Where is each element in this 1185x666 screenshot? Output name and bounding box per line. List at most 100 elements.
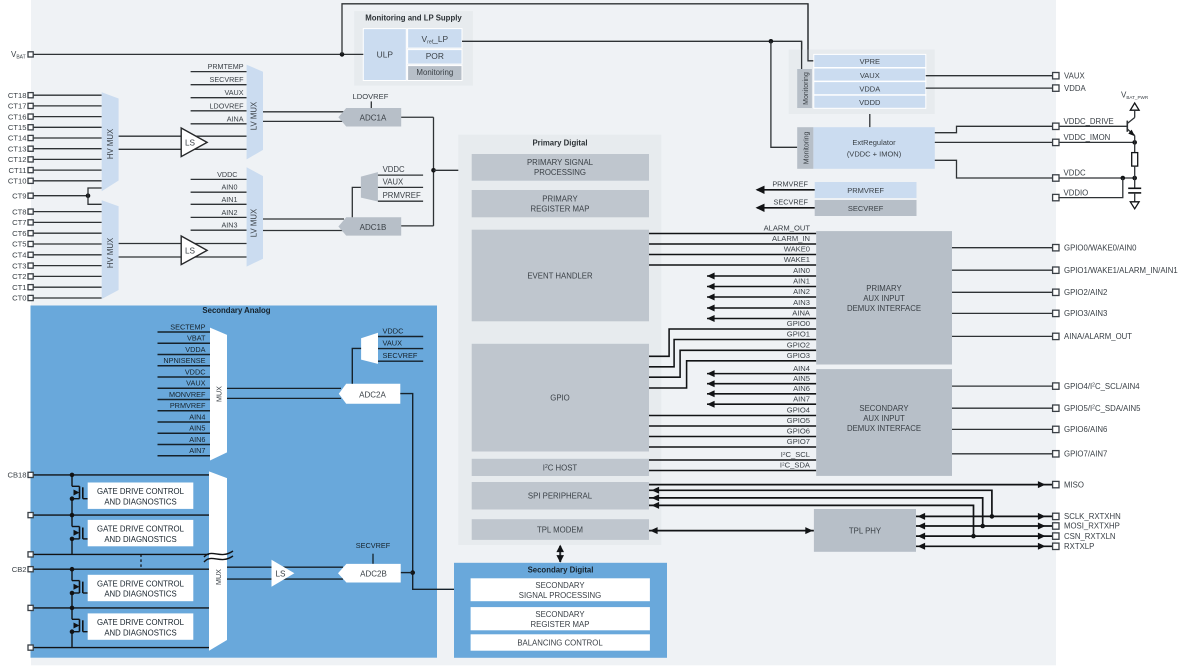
svg-text:HV MUX: HV MUX	[106, 128, 115, 159]
svg-text:CT16: CT16	[8, 112, 27, 121]
svg-text:BALANCING CONTROL: BALANCING CONTROL	[517, 638, 603, 647]
svg-text:POR: POR	[426, 51, 444, 61]
svg-text:CT1: CT1	[12, 283, 26, 292]
svg-text:GATE DRIVE CONTROL: GATE DRIVE CONTROL	[97, 580, 185, 589]
svg-text:GPIO2: GPIO2	[787, 341, 810, 350]
svg-text:AIN6: AIN6	[189, 435, 205, 444]
svg-text:CT4: CT4	[12, 251, 26, 260]
svg-text:TPL MODEM: TPL MODEM	[537, 525, 583, 534]
svg-text:GATE DRIVE CONTROL: GATE DRIVE CONTROL	[97, 618, 185, 627]
svg-text:PRIMARY: PRIMARY	[542, 194, 578, 203]
svg-text:CT9: CT9	[12, 191, 26, 200]
svg-text:Monitoring: Monitoring	[803, 72, 810, 105]
svg-text:SECVREF: SECVREF	[774, 197, 809, 206]
svg-text:CT6: CT6	[12, 229, 26, 238]
svg-text:CT14: CT14	[8, 134, 27, 143]
svg-text:VBAT_PWR: VBAT_PWR	[1121, 91, 1149, 101]
svg-text:AIN0: AIN0	[222, 183, 238, 192]
svg-text:VDDIO: VDDIO	[1064, 188, 1089, 197]
svg-text:DEMUX INTERFACE: DEMUX INTERFACE	[847, 304, 921, 313]
svg-text:GPIO5/I2C_SDA/AIN5: GPIO5/I2C_SDA/AIN5	[1064, 404, 1141, 413]
svg-text:GPIO5: GPIO5	[787, 416, 810, 425]
svg-text:Monitoring: Monitoring	[416, 68, 453, 77]
svg-text:SECVREF: SECVREF	[848, 204, 884, 213]
svg-text:GPIO6/AIN6: GPIO6/AIN6	[1064, 425, 1107, 434]
svg-text:PRMVREF: PRMVREF	[170, 401, 206, 410]
svg-text:EVENT HANDLER: EVENT HANDLER	[527, 271, 593, 280]
svg-text:ALARM_IN: ALARM_IN	[772, 234, 810, 243]
svg-text:ADC2A: ADC2A	[359, 390, 386, 399]
svg-text:CB18: CB18	[8, 471, 27, 480]
svg-text:CT2: CT2	[12, 272, 26, 281]
svg-text:AUX INPUT: AUX INPUT	[863, 414, 905, 423]
svg-text:VDDA: VDDA	[185, 345, 205, 354]
svg-text:AND DIAGNOSTICS: AND DIAGNOSTICS	[104, 590, 176, 599]
svg-text:AIN5: AIN5	[189, 424, 205, 433]
svg-text:GPIO0: GPIO0	[787, 319, 810, 328]
svg-text:REGISTER MAP: REGISTER MAP	[531, 620, 590, 629]
svg-text:LDOVREF: LDOVREF	[210, 101, 245, 110]
svg-text:VDDC: VDDC	[383, 327, 405, 336]
svg-text:MUX: MUX	[215, 386, 224, 402]
svg-text:CB2: CB2	[12, 565, 27, 574]
svg-text:SPI PERIPHERAL: SPI PERIPHERAL	[528, 492, 593, 501]
svg-text:VAUX: VAUX	[186, 379, 205, 388]
svg-text:VDDC: VDDC	[1064, 169, 1086, 178]
svg-text:MUX: MUX	[214, 569, 223, 585]
svg-text:CT0: CT0	[12, 294, 26, 303]
svg-text:PRMTEMP: PRMTEMP	[208, 62, 244, 71]
svg-text:PROCESSING: PROCESSING	[534, 168, 586, 177]
svg-text:AINA/ALARM_OUT: AINA/ALARM_OUT	[1064, 332, 1132, 341]
svg-text:SECTEMP: SECTEMP	[170, 322, 205, 331]
svg-text:CT11: CT11	[8, 166, 26, 175]
svg-text:AIN3: AIN3	[793, 298, 810, 307]
svg-text:AUX INPUT: AUX INPUT	[863, 294, 905, 303]
svg-text:GPIO3/AIN3: GPIO3/AIN3	[1064, 309, 1107, 318]
svg-text:Monitoring: Monitoring	[804, 131, 811, 164]
svg-text:AIN4: AIN4	[793, 364, 810, 373]
svg-text:Vref_LP: Vref_LP	[422, 34, 449, 46]
svg-text:GPIO1/WAKE1/ALARM_IN/AIN1: GPIO1/WAKE1/ALARM_IN/AIN1	[1064, 266, 1178, 275]
svg-text:(VDDC + IMON): (VDDC + IMON)	[847, 150, 902, 159]
svg-text:CT7: CT7	[12, 218, 26, 227]
svg-text:SIGNAL PROCESSING: SIGNAL PROCESSING	[519, 591, 601, 600]
svg-text:GATE DRIVE CONTROL: GATE DRIVE CONTROL	[97, 487, 185, 496]
svg-text:AIN7: AIN7	[793, 394, 810, 403]
svg-text:MISO: MISO	[1064, 480, 1084, 489]
svg-text:GPIO4/I2C_SCL/AIN4: GPIO4/I2C_SCL/AIN4	[1064, 382, 1140, 391]
svg-text:Primary Digital: Primary Digital	[532, 138, 587, 147]
svg-text:SCLK_RXTXHN: SCLK_RXTXHN	[1064, 512, 1121, 521]
svg-text:WAKE1: WAKE1	[784, 255, 810, 264]
svg-text:AINA: AINA	[792, 309, 811, 318]
svg-text:CT13: CT13	[8, 144, 27, 153]
svg-text:AIN0: AIN0	[793, 266, 810, 275]
svg-text:ADC2B: ADC2B	[360, 569, 387, 578]
svg-text:LDOVREF: LDOVREF	[353, 92, 389, 101]
svg-text:Monitoring and LP Supply: Monitoring and LP Supply	[365, 14, 462, 23]
svg-text:VDDD: VDDD	[859, 98, 881, 107]
svg-text:VDDC_DRIVE: VDDC_DRIVE	[1064, 117, 1114, 126]
svg-text:AIN1: AIN1	[222, 195, 238, 204]
svg-text:SECONDARY: SECONDARY	[535, 581, 585, 590]
svg-text:PRMVREF: PRMVREF	[383, 191, 421, 200]
svg-text:I2C_SCL: I2C_SCL	[781, 450, 810, 459]
svg-text:WAKE0: WAKE0	[784, 245, 810, 254]
svg-text:CT3: CT3	[12, 261, 26, 270]
svg-text:PRIMARY SIGNAL: PRIMARY SIGNAL	[527, 158, 594, 167]
svg-text:AIN7: AIN7	[189, 446, 205, 455]
svg-text:VAUX: VAUX	[383, 339, 403, 348]
svg-text:VDDA: VDDA	[859, 84, 880, 93]
svg-text:VAUX: VAUX	[860, 71, 880, 80]
svg-text:ULP: ULP	[377, 49, 394, 59]
svg-text:AIN2: AIN2	[222, 208, 238, 217]
svg-text:GPIO7: GPIO7	[787, 437, 810, 446]
svg-text:VDDC_IMON: VDDC_IMON	[1064, 133, 1111, 142]
svg-text:VAUX: VAUX	[1064, 71, 1085, 80]
svg-text:AIN1: AIN1	[793, 277, 810, 286]
svg-text:AIN4: AIN4	[189, 412, 205, 421]
svg-text:MONVREF: MONVREF	[169, 390, 206, 399]
svg-text:VAUX: VAUX	[224, 88, 243, 97]
svg-text:AIN3: AIN3	[222, 221, 238, 230]
svg-text:Secondary Digital: Secondary Digital	[528, 565, 594, 574]
svg-text:AIN6: AIN6	[793, 384, 810, 393]
